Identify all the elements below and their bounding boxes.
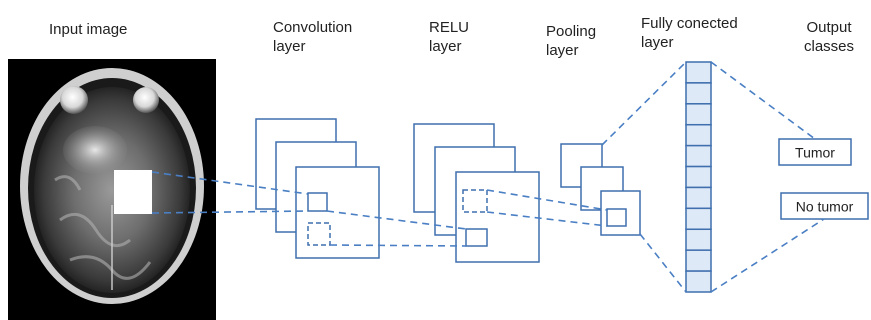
label-fully-line1: Fully conected bbox=[641, 15, 738, 32]
lesion-region bbox=[63, 126, 127, 174]
label-convolution-line1: Convolution bbox=[273, 19, 353, 36]
connector-fc-to-output-bottom bbox=[710, 218, 825, 293]
label-relu-layer: RELU layer bbox=[429, 18, 469, 56]
label-pooling-line2: layer bbox=[546, 42, 579, 59]
input-mri-image bbox=[8, 59, 216, 320]
label-output-line1: Output bbox=[806, 19, 852, 36]
connector-input-to-conv-top bbox=[151, 171, 309, 195]
connector-relu-to-pool-bottom bbox=[486, 211, 608, 227]
fc-unit bbox=[685, 144, 712, 168]
connector-fc-to-output-top bbox=[710, 61, 816, 140]
connector-pool-to-fc-top bbox=[601, 61, 687, 146]
output-label-no-tumor: No tumor bbox=[796, 199, 854, 215]
fc-unit bbox=[685, 186, 712, 210]
right-eye bbox=[133, 87, 159, 113]
relu-layer bbox=[413, 123, 540, 263]
fc-unit bbox=[685, 207, 712, 231]
pool-box bbox=[606, 208, 627, 227]
label-pooling-layer: Pooling layer bbox=[546, 22, 596, 60]
connector-pool-to-fc-bottom bbox=[639, 233, 687, 293]
label-fully-line2: layer bbox=[641, 34, 674, 51]
label-input-image: Input image bbox=[49, 21, 128, 38]
fc-unit bbox=[685, 123, 712, 147]
label-convolution-line2: layer bbox=[273, 38, 306, 55]
output-box-tumor bbox=[778, 138, 852, 166]
convolution-layer bbox=[255, 118, 380, 259]
label-output-classes: Output classes bbox=[804, 18, 854, 56]
fc-unit bbox=[685, 82, 712, 105]
connector-lines bbox=[151, 61, 825, 293]
output-class-tumor: Tumor bbox=[778, 138, 852, 166]
output-box-no-tumor bbox=[780, 192, 869, 220]
output-class-no-tumor: No tumor bbox=[780, 192, 869, 220]
connector-conv-to-relu-bottom bbox=[329, 244, 467, 247]
label-fully-connected-layer: Fully conected layer bbox=[641, 14, 738, 52]
relu-box-dashed bbox=[462, 189, 488, 213]
label-relu-line2: layer bbox=[429, 38, 462, 55]
relu-box bbox=[465, 228, 488, 247]
fc-unit bbox=[685, 270, 712, 293]
connector-input-to-conv-bottom bbox=[151, 210, 309, 214]
label-pooling-line1: Pooling bbox=[546, 23, 597, 40]
fc-unit bbox=[685, 103, 712, 126]
left-eye bbox=[60, 86, 88, 114]
fully-connected-layer bbox=[685, 61, 712, 293]
conv-kernel-box-dashed bbox=[307, 222, 331, 246]
pooling-layer bbox=[560, 143, 641, 236]
output-classes: Tumor No tumor bbox=[778, 138, 869, 220]
fc-unit bbox=[685, 61, 712, 84]
label-relu-line1: RELU bbox=[429, 19, 470, 36]
input-patch bbox=[114, 170, 152, 214]
output-label-tumor: Tumor bbox=[795, 145, 835, 161]
fc-unit bbox=[685, 249, 712, 272]
label-output-line2: classes bbox=[804, 38, 855, 55]
fc-unit bbox=[685, 228, 712, 251]
fc-unit bbox=[685, 165, 712, 189]
conv-kernel-box bbox=[307, 192, 328, 212]
label-convolution-layer: Convolution layer bbox=[273, 18, 352, 56]
connector-relu-to-pool-top bbox=[486, 189, 608, 211]
